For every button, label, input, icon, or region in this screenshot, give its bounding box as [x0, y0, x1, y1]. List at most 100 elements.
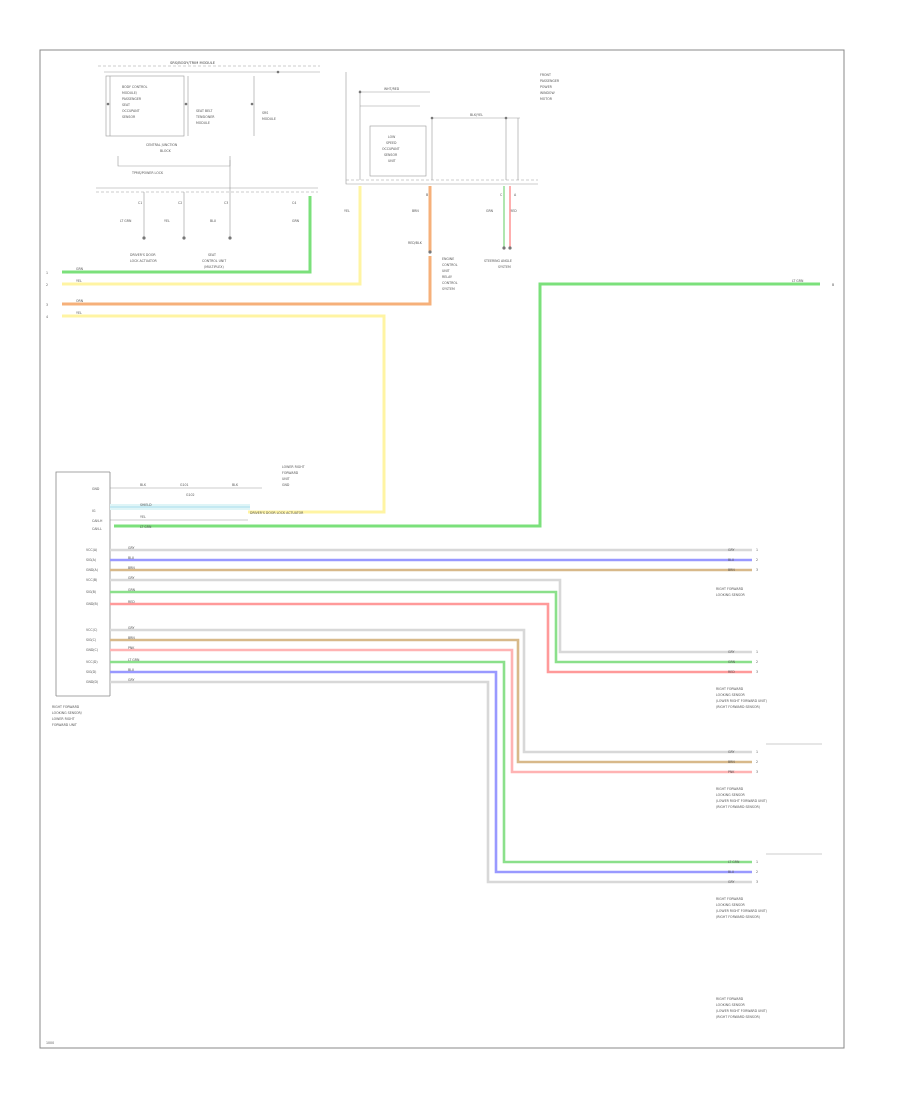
central-junction-sub: BLOCK [160, 149, 172, 153]
signal-pin-label: GND(A) [86, 568, 98, 572]
signal-wire [110, 578, 752, 654]
signal-wire-label: LT GRN [128, 658, 140, 662]
right-side-line-5: MOTOR [540, 97, 553, 101]
right-wire-label-grn: GRN [486, 209, 494, 213]
junction-g102: G102 [186, 493, 195, 497]
signal-wire-label: GRY [128, 576, 134, 580]
seat-control-line-1: SEAT [208, 253, 216, 257]
connector-caption: (LOWER RIGHT FORWARD UNIT) [716, 1009, 767, 1013]
top-dest-line-3: UNIT [282, 477, 290, 481]
engine-control-line-2: CONTROL [442, 263, 458, 267]
connector-pin: 2 [756, 870, 758, 874]
left-module-title-1: RIGHT FORWARD [52, 705, 80, 709]
wire-label-2: YEL [164, 219, 170, 223]
right-side-line-1: FRONT [540, 73, 551, 77]
low-speed-line-5: UNIT [388, 159, 396, 163]
connector-wire-label: BRN [728, 568, 735, 572]
signal-wire-label: GRY [128, 546, 134, 550]
top-left-module-group: SRS/BODY/TRIM MODULE BODY CONTROL MODULE… [96, 61, 320, 269]
module-a-line-5: OCCUPANT [122, 109, 140, 113]
right-side-line-3: POWER [540, 85, 553, 89]
connector-caption: LOOKING SENSOR [716, 693, 746, 697]
signal-wire [110, 628, 752, 754]
connector-wire-label: PNK [728, 770, 735, 774]
wire-label-4: GRN [292, 219, 300, 223]
bus-wire-grn: GRN [76, 267, 84, 271]
right-pin-a: A [514, 193, 517, 197]
connector-wire-label: LT GRN [728, 860, 740, 864]
left-module-group: RIGHT FORWARD LOOKING SENSOR/ LOWER RIGH… [52, 465, 752, 884]
signal-wire-label: BRN [128, 566, 135, 570]
engine-control-line-5: CONTROL [442, 281, 458, 285]
seat-control-line-2: CONTROL UNIT [202, 259, 226, 263]
signal-wire [110, 638, 752, 764]
connector-caption: LOOKING SENSOR [716, 1003, 746, 1007]
connector-caption: (LOWER RIGHT FORWARD UNIT) [716, 799, 767, 803]
signal-wire-label: BLU [128, 556, 135, 560]
connector-caption: RIGHT FORWARD [716, 687, 744, 691]
signal-wire-label: GRN [128, 588, 136, 592]
signal-pin-label: VCC(A) [86, 548, 97, 552]
pin-c1: C1 [138, 201, 142, 205]
right-wire-label-brn: BRN [412, 209, 419, 213]
footer-code: 1000 [46, 1041, 54, 1045]
connector-pin: 3 [756, 670, 758, 674]
signal-wire-label: BLU [128, 668, 135, 672]
low-speed-line-3: OCCUPANT [382, 147, 400, 151]
connector-wire-label: GRY [728, 650, 734, 654]
signal-wire [110, 602, 752, 674]
top-wire-yel: YEL [140, 515, 146, 519]
low-speed-line-2: SPEED [386, 141, 397, 145]
connector-pin: 1 [756, 548, 758, 552]
connector-pin: 1 [756, 750, 758, 754]
signal-pin-label: GND(C) [86, 648, 98, 652]
right-side-line-2: PASSENGER [540, 79, 560, 83]
signal-wire [110, 680, 752, 884]
driver-door-actuator-line-1: DRIVER'S DOOR [130, 253, 156, 257]
signal-wire [110, 648, 752, 774]
module-b-line-3: MODULE [196, 121, 210, 125]
pin-c3: C3 [224, 201, 228, 205]
signal-pin-label: SIG(A) [86, 558, 96, 562]
connector-caption: (RIGHT FORWARD SENSOR) [716, 705, 760, 709]
wire-label-1: LT GRN [120, 219, 132, 223]
module-a-line-1: BODY CONTROL [122, 85, 148, 89]
signal-wire-label: PNK [128, 646, 135, 650]
engine-control-line-3: UNIT [442, 269, 450, 273]
connector-caption: (RIGHT FORWARD SENSOR) [716, 915, 760, 919]
bus-wire-yel-2: YEL [76, 311, 82, 315]
steering-angle-line-2: SYSTEM [498, 265, 511, 269]
left-pin-ig: IG [92, 509, 96, 513]
top-wire-label-2: BLK/YEL [470, 113, 483, 117]
junction-g101: G101 [180, 483, 189, 487]
right-pin-c: C [500, 193, 503, 197]
pin-c2: C2 [178, 201, 182, 205]
top-dest-line-1: LOWER RIGHT [282, 465, 305, 469]
right-top-wire-pin: B [832, 283, 834, 287]
right-top-wire-label: LT GRN [792, 279, 804, 283]
signal-wire-label: BRN [128, 636, 135, 640]
shield-label: SHIELD [140, 503, 152, 507]
shield-dest: DRIVER'S DOOR LOCK ACTUATOR [250, 511, 304, 515]
connector-wire-label: GRN [728, 660, 736, 664]
signal-pin-labels: VCC(A)SIG(A)GND(A)VCC(B)SIG(B)GND(B)VCC(… [86, 548, 98, 684]
left-pin-canh: CAN-H [92, 519, 103, 523]
signal-wire [110, 670, 752, 874]
connector-caption: (LOWER RIGHT FORWARD UNIT) [716, 699, 767, 703]
connector-caption: (RIGHT FORWARD SENSOR) [716, 1015, 760, 1019]
connector-wire-label: GRY [728, 880, 734, 884]
module-a-line-2: MODULE/ [122, 91, 138, 95]
connector-wire-label: RED [728, 670, 735, 674]
diagram-frame [39, 49, 845, 1049]
connector-caption: RIGHT FORWARD [716, 997, 744, 1001]
connector-caption: RIGHT FORWARD [716, 587, 744, 591]
connector-wire-label: GRY [728, 548, 734, 552]
connector-pin: 1 [756, 650, 758, 654]
central-junction-label: CENTRAL JUNCTION [146, 143, 178, 147]
signal-pin-label: VCC(D) [86, 660, 98, 664]
right-pin-b: B [426, 193, 428, 197]
connector-pin: 3 [756, 568, 758, 572]
bus-wire-yel: YEL [76, 279, 82, 283]
signal-wire-label: GRY [128, 626, 134, 630]
